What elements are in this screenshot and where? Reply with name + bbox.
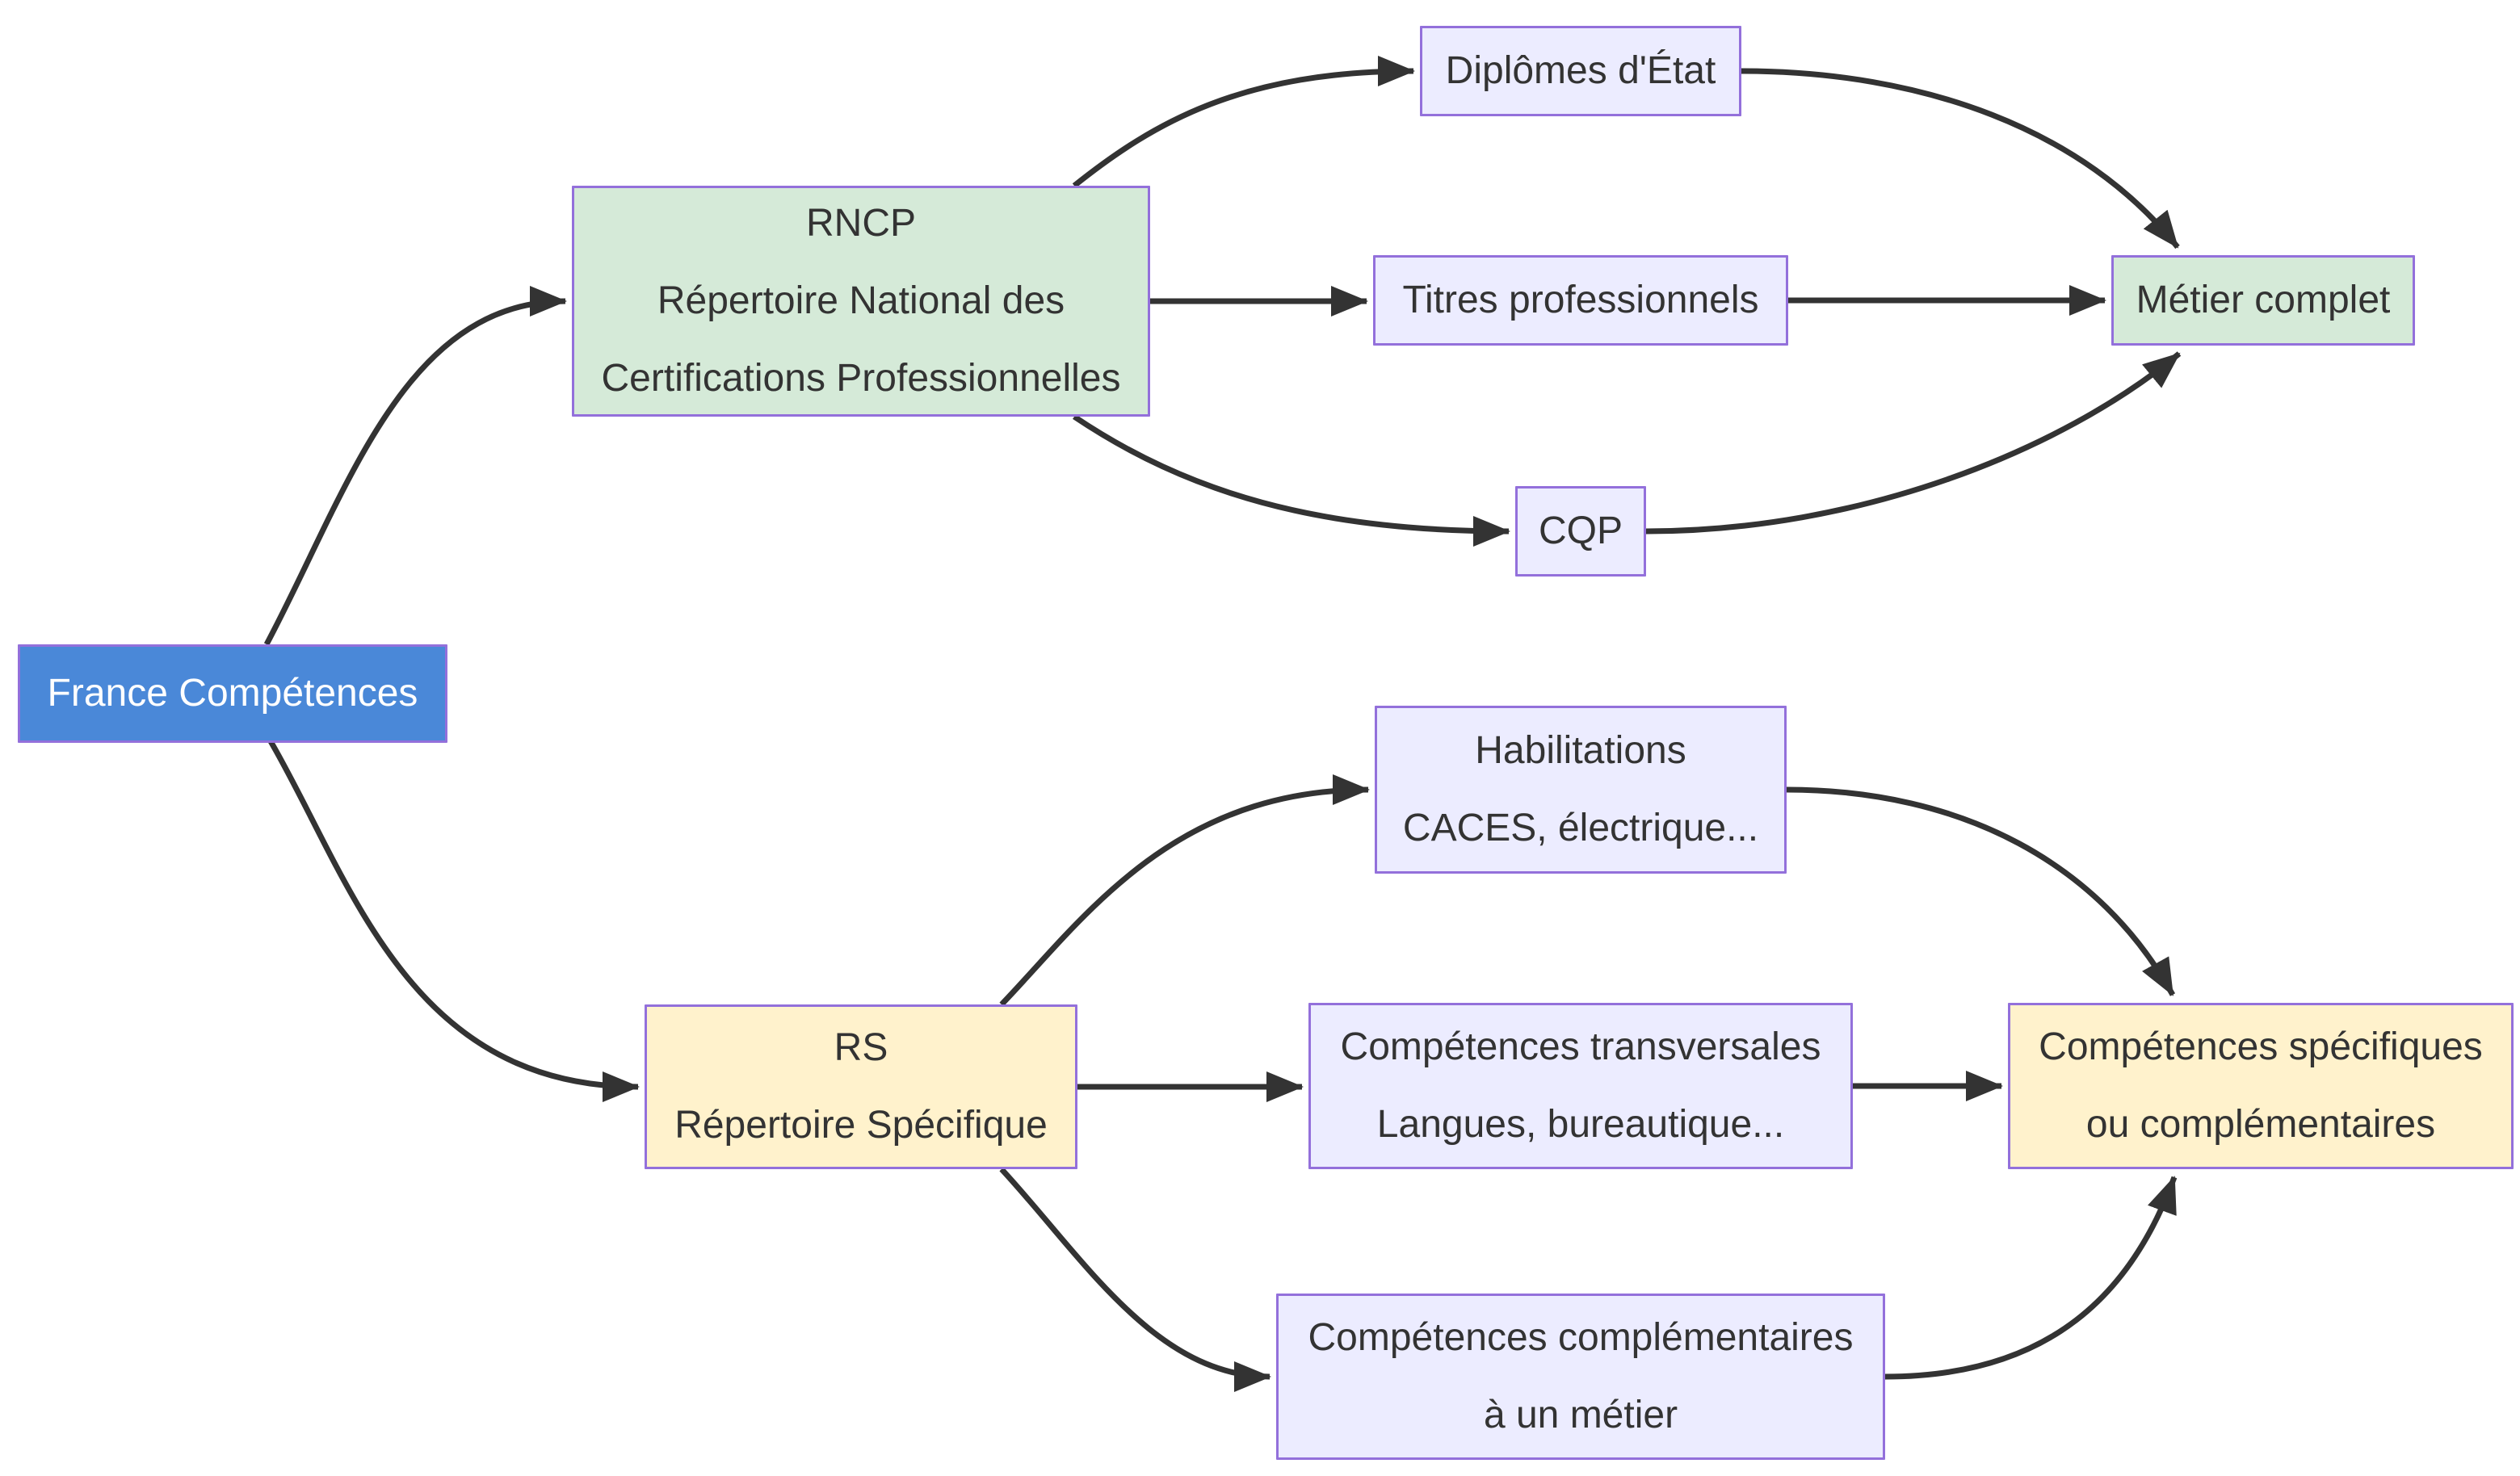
node-label-line: Répertoire Spécifique [674, 1104, 1048, 1147]
node-label-line: à un métier [1483, 1394, 1678, 1436]
node-label-line: CACES, électrique... [1402, 807, 1759, 849]
edge-rs-complementaires [999, 1167, 1271, 1392]
edge-rs-habilitations [999, 774, 1370, 1007]
node-competences-complementaires-metier: Compétences complémentaires à un métier [1276, 1294, 1885, 1460]
edge-habilitations-specifiques [1786, 786, 2176, 996]
edge-rncp-cqp [1073, 414, 1510, 547]
edge-rncp-diplomes [1072, 56, 1415, 188]
node-competences-specifiques: Compétences spécifiques ou complémentaire… [2008, 1003, 2514, 1169]
node-label-line: Compétences spécifiques [2039, 1025, 2483, 1068]
node-label-line: Répertoire National des [657, 279, 1065, 322]
edge-france-rs [267, 740, 640, 1102]
edge-france-rncp [263, 286, 567, 646]
node-label-line: Habilitations [1475, 729, 1686, 772]
node-cqp: CQP [1515, 486, 1646, 577]
node-label-line: ou complémentaires [2085, 1103, 2436, 1146]
node-label-line: Compétences transversales [1340, 1025, 1821, 1068]
node-label-line: Diplômes d'État [1445, 49, 1716, 92]
node-titres-professionnels: Titres professionnels [1373, 255, 1788, 346]
edge-diplomes-metier [1741, 68, 2180, 249]
node-france-competences: France Compétences [18, 644, 447, 743]
node-label-line: France Compétences [47, 672, 418, 715]
node-metier-complet: Métier complet [2111, 255, 2415, 346]
node-label-line: Titres professionnels [1402, 279, 1759, 321]
node-label-line: Certifications Professionnelles [601, 357, 1121, 400]
node-label-line: CQP [1538, 509, 1623, 552]
edge-cqp-metier [1645, 351, 2182, 535]
node-label-line: Langues, bureautique... [1376, 1103, 1785, 1146]
node-label-line: Compétences complémentaires [1308, 1316, 1854, 1359]
node-label-line: RS [834, 1026, 888, 1069]
node-label-line: RNCP [805, 202, 916, 245]
edge-complementaires-specifiques [1884, 1176, 2178, 1380]
node-rs: RS Répertoire Spécifique [645, 1004, 1077, 1169]
node-label-line: Métier complet [2136, 279, 2391, 321]
node-diplomes-etat: Diplômes d'État [1420, 26, 1741, 116]
